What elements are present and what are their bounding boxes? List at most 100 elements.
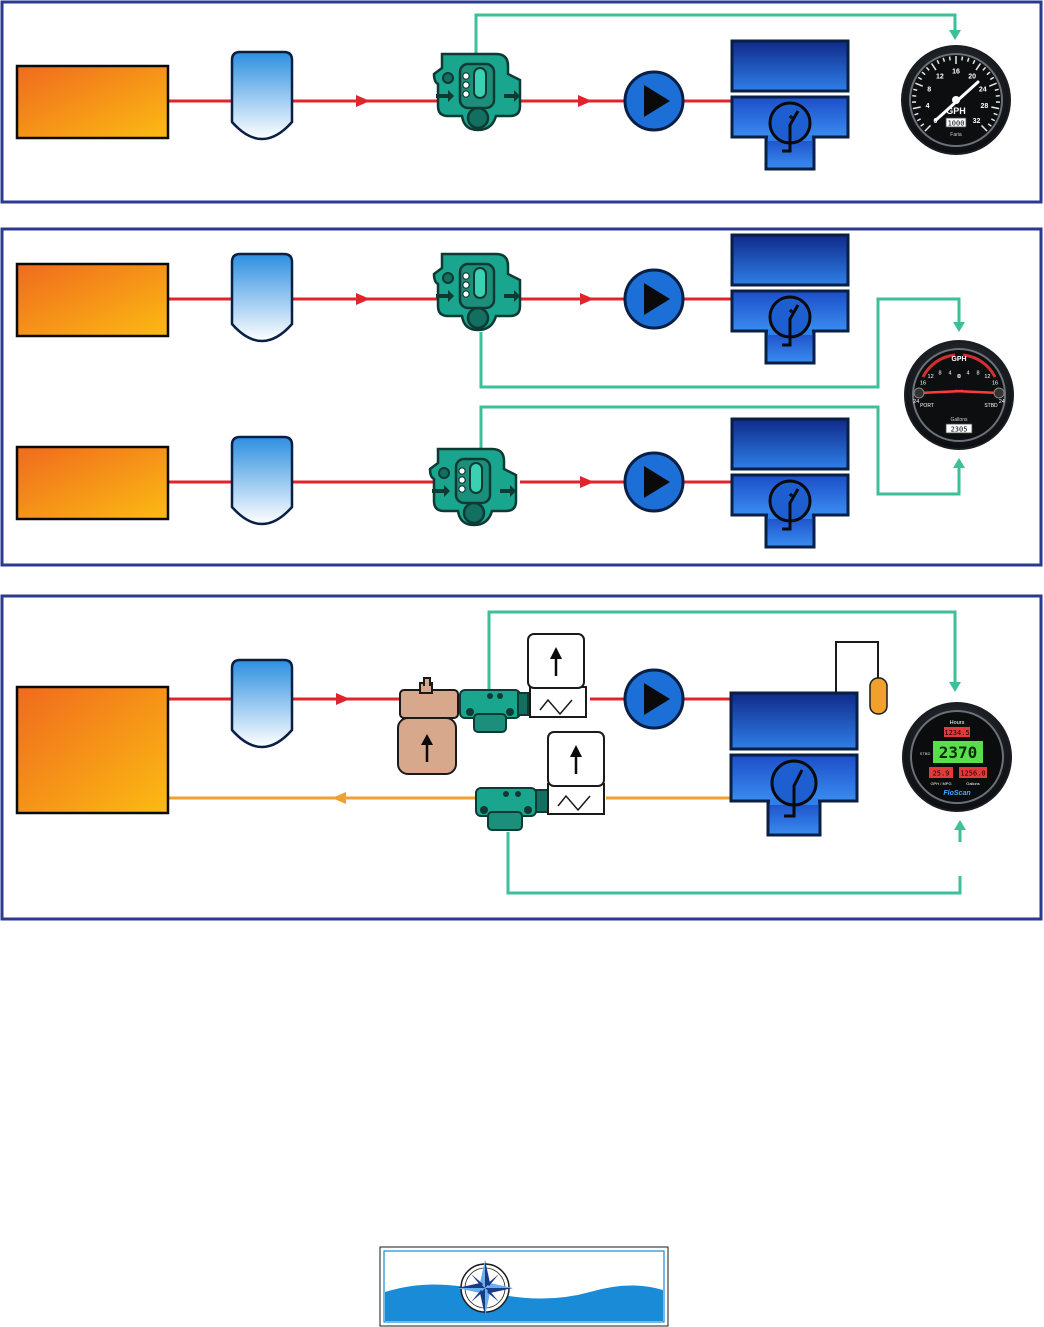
stbd-scale-label: 24 <box>999 399 1005 405</box>
flow-arrow <box>336 693 350 705</box>
twin-gph-gauge: GPH 24201612840 24201612840 PORT STBD Ga… <box>904 340 1014 450</box>
gauge-brand: FloScan <box>943 790 970 797</box>
port-label: PORT <box>920 403 934 409</box>
hours-label: Hours <box>950 720 965 726</box>
signal-line-stbd <box>479 405 961 496</box>
gauge-brand: Faria <box>950 132 962 138</box>
hours-value: 1234.5 <box>944 729 969 737</box>
gauge-minor-tick <box>994 88 999 92</box>
gauge-major-tick <box>915 82 924 87</box>
gauge-odometer: 2305 <box>951 426 968 434</box>
gauge-tick-label: 28 <box>981 103 989 110</box>
panel-twin-engine: GPH 24201612840 24201612840 PORT STBD Ga… <box>0 227 1043 567</box>
gauge-major-tick <box>988 82 997 87</box>
gauge-major-tick <box>975 63 982 71</box>
stbd-scale-label: 0 <box>957 374 960 380</box>
port-scale-label: 12 <box>928 374 934 380</box>
gauge-unit-label: GPH <box>951 356 966 363</box>
port-scale-label: 24 <box>913 399 919 405</box>
port-scale-label: 16 <box>920 380 926 386</box>
signal-line-return <box>506 832 962 895</box>
gauge-tick-label: 16 <box>952 69 960 76</box>
gauge-tick-label: 8 <box>927 86 931 93</box>
gauge-tick-label: 20 <box>968 73 976 80</box>
flow-sensor-return <box>475 731 605 831</box>
gauge-minor-tick <box>982 66 987 71</box>
gauge-minor-tick <box>990 118 996 122</box>
signal-arrow <box>949 682 961 692</box>
stbd-scale-label: 4 <box>966 371 969 377</box>
fuel-pump <box>623 268 685 330</box>
port-scale-label: 4 <box>948 371 951 377</box>
port-scale-label: 8 <box>938 371 941 377</box>
gauge-major-tick <box>991 106 1000 110</box>
signal-line <box>474 13 957 60</box>
fuel-tank <box>15 685 170 815</box>
fuel-pump <box>623 668 685 730</box>
gauge-minor-tick <box>921 71 926 76</box>
gauge-tick-label: 12 <box>936 73 944 80</box>
gauge-major-tick <box>912 106 921 110</box>
gauge-minor-tick <box>948 56 951 61</box>
flow-arrow <box>356 95 370 107</box>
gauge-minor-tick <box>961 56 964 61</box>
signal-line-port <box>479 297 961 389</box>
panel-return-line: Hours 1234.5 2370 STBD 25.9 1256.0 GPH /… <box>0 594 1043 921</box>
right-readout: 1256.0 <box>960 770 985 778</box>
gauge-odometer: 1000 <box>948 120 965 128</box>
stbd-needle <box>954 389 1000 395</box>
signal-arrow <box>949 30 961 40</box>
gauge-tick-label: 0 <box>934 118 938 125</box>
flow-arrow <box>356 293 370 305</box>
fuel-tank-stbd <box>15 445 170 521</box>
fuel-pump <box>623 70 685 132</box>
fuel-filter <box>230 252 294 343</box>
gauge-minor-tick <box>916 118 922 122</box>
gauge-minor-tick <box>914 112 919 116</box>
fuel-tank <box>15 64 170 140</box>
temp-probe <box>835 641 888 715</box>
gauge-minor-tick <box>986 71 991 76</box>
gauge-major-tick <box>924 124 932 132</box>
fuel-filter <box>230 50 294 141</box>
gauge-tick-label: 32 <box>973 118 981 125</box>
flow-arrow <box>580 293 594 305</box>
gauge-minor-tick <box>925 66 930 71</box>
compass-rose-icon <box>457 1260 513 1316</box>
return-arrow <box>332 792 346 804</box>
signal-arrow <box>953 458 965 468</box>
gauge-minor-tick <box>913 88 918 92</box>
stbd-scale-label: 8 <box>976 371 979 377</box>
gauge-minor-tick <box>942 57 946 62</box>
gauge-tick-label: 4 <box>926 103 930 110</box>
gauge-minor-tick <box>993 112 998 116</box>
fuel-filter <box>230 658 294 749</box>
fuel-filter <box>230 435 294 526</box>
company-logo <box>379 1246 669 1327</box>
signal-line-supply <box>487 610 957 690</box>
stbd-label: STBD <box>984 403 998 409</box>
port-scale-label: 0 <box>958 374 961 380</box>
gauge-minor-tick <box>987 123 992 127</box>
water-separator <box>397 677 459 775</box>
fuel-tank-port <box>15 262 170 338</box>
gauge-major-tick <box>980 124 988 132</box>
main-readout: 2370 <box>939 743 978 762</box>
stbd-scale-label: 16 <box>992 380 998 386</box>
gauge-brand: Gallons <box>951 417 968 423</box>
gauge-minor-tick <box>917 76 923 81</box>
gauge-minor-tick <box>966 57 970 62</box>
signal-arrow <box>954 820 966 830</box>
gauge-major-tick <box>930 63 937 71</box>
flow-arrow <box>580 476 594 488</box>
digital-fuel-gauge: Hours 1234.5 2370 STBD 25.9 1256.0 GPH /… <box>902 702 1012 812</box>
engine <box>729 691 859 837</box>
gauge-unit-label: GPH <box>946 106 966 116</box>
gauge-minor-tick <box>989 76 995 81</box>
side-label: STBD <box>920 751 931 756</box>
fuel-pump <box>623 451 685 513</box>
gauge-minor-tick <box>972 59 976 65</box>
flow-arrow <box>578 95 592 107</box>
